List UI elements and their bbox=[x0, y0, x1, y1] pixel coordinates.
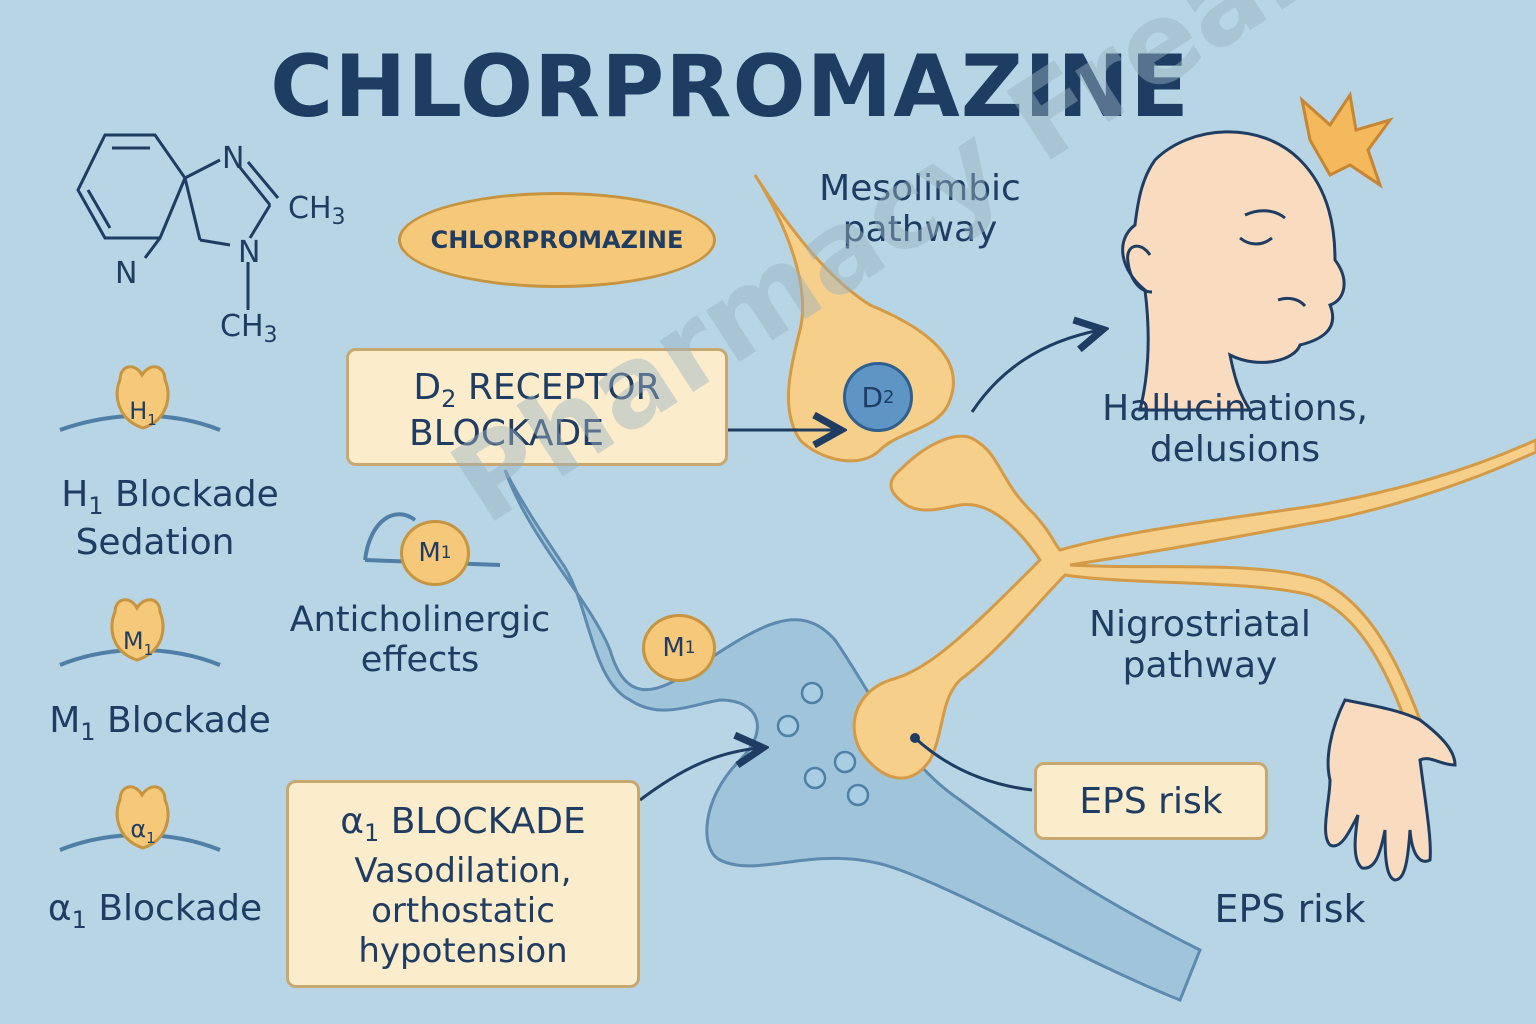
synaptic-vesicles bbox=[776, 681, 870, 807]
positive-symptoms-label: Hallucinations,delusions bbox=[1102, 388, 1368, 471]
alpha1-box-title: α1 BLOCKADE bbox=[340, 801, 586, 848]
d2-blockade-line2: BLOCKADE bbox=[409, 413, 605, 454]
hand-illustration bbox=[1324, 698, 1457, 882]
methyl-bottom: CH3 bbox=[220, 309, 278, 348]
atom-n3: N bbox=[238, 235, 260, 270]
h1-blockade-label: H1 Blockade bbox=[61, 474, 279, 521]
yellow-axon-network bbox=[852, 434, 1536, 780]
h1-receptor-label: H1 bbox=[129, 397, 157, 429]
eps-point-dot bbox=[910, 733, 920, 743]
methyl-top: CH3 bbox=[288, 191, 346, 230]
m1-receptor-graphic-left bbox=[59, 598, 221, 667]
atom-n1: N bbox=[222, 141, 244, 176]
d2-blockade-title: D2 RECEPTOR bbox=[413, 367, 661, 414]
arrow-receptor-to-head bbox=[970, 330, 1100, 413]
eps-risk-box-text: EPS risk bbox=[1079, 781, 1223, 822]
h1-receptor-graphic bbox=[59, 365, 221, 432]
d2-blockade-box: D2 RECEPTOR BLOCKADE bbox=[346, 348, 728, 466]
alpha1-receptor-graphic-left bbox=[59, 785, 221, 852]
arrow-alpha-box-to-neuron bbox=[639, 748, 760, 802]
line-eps-box bbox=[913, 736, 1033, 792]
drug-pill: CHLORPROMAZINE bbox=[398, 192, 716, 288]
atom-n2: N bbox=[115, 256, 137, 291]
h1-effect-label: Sedation bbox=[75, 522, 235, 563]
page-title: CHLORPROMAZINE bbox=[270, 37, 1190, 137]
alpha1-blockade-label: α1 Blockade bbox=[47, 888, 263, 935]
m1-receptor-label-left: M1 bbox=[122, 627, 154, 659]
eps-risk-label: EPS risk bbox=[1214, 887, 1366, 931]
molecule-labels: N N N CH3 CH3 bbox=[115, 141, 346, 348]
molecule-structure bbox=[76, 133, 280, 310]
m1-blockade-label: M1 Blockade bbox=[49, 700, 271, 747]
pain-burst-icon bbox=[1299, 91, 1394, 189]
eps-risk-box: EPS risk bbox=[1034, 762, 1268, 840]
alpha1-receptor-label-left: α1 bbox=[130, 815, 156, 847]
head-illustration bbox=[1121, 130, 1346, 412]
